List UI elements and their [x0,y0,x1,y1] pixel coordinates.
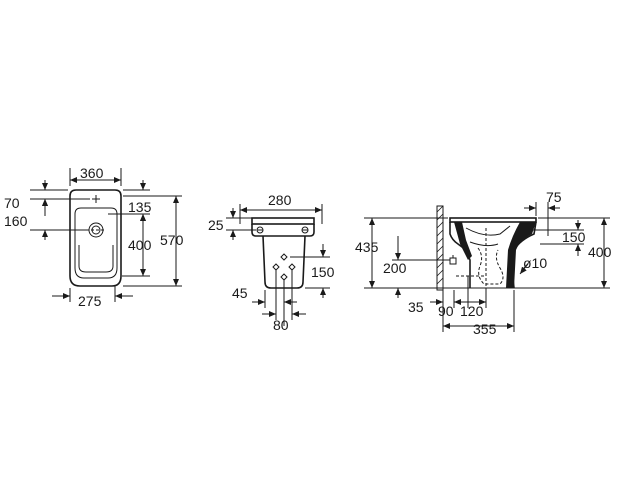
front-dim-left-mid: 160 [4,213,28,229]
rear-view: 280 25 150 45 80 [208,192,335,333]
front-dim-left-top: 70 [4,195,20,211]
side-dim-bottom-35: 35 [408,299,424,315]
side-dim-left-height: 200 [383,260,407,276]
side-dim-right-top: 75 [546,189,562,205]
side-dim-bottom-355: 355 [473,321,497,337]
front-dim-width-top: 360 [80,165,104,181]
rear-dim-width-top: 280 [268,192,292,208]
rear-dim-foot-width: 80 [273,317,289,333]
side-dim-total-height: 435 [355,239,379,255]
side-dim-right-height: 400 [588,244,612,260]
rear-dim-foot-offset: 45 [232,285,248,301]
side-dim-bottom-90: 90 [438,303,454,319]
rear-dim-top-offset: 25 [208,217,224,233]
front-view: 360 70 160 135 400 570 275 [4,165,184,309]
front-dim-width-bottom: 275 [78,293,102,309]
side-dim-right-mid: 150 [562,229,586,245]
front-dim-total-height: 570 [160,232,184,248]
front-dim-right-mid: 400 [128,237,152,253]
side-dim-diameter: ø10 [523,255,547,271]
front-dim-right-top: 135 [128,199,152,215]
side-view: 435 200 75 150 400 ø10 [355,189,612,337]
side-dim-bottom-120: 120 [460,303,484,319]
rear-dim-inlet-height: 150 [311,264,335,280]
